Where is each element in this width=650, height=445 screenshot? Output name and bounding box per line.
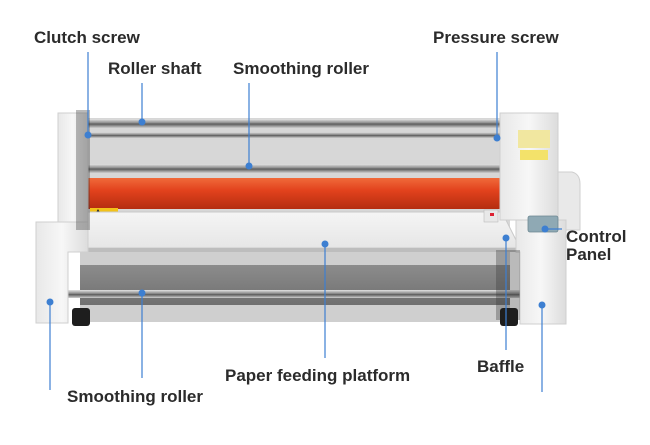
leader-dots bbox=[46, 118, 549, 309]
label-baffle: Baffle bbox=[477, 357, 525, 376]
smoothing-roller-top bbox=[80, 164, 510, 173]
heating-roller bbox=[86, 178, 502, 209]
right-foot bbox=[500, 308, 518, 326]
label-paper-feeding-platform: Paper feeding platform bbox=[225, 366, 411, 385]
label-control-panel: Control Panel bbox=[566, 227, 627, 264]
right-housing bbox=[496, 112, 581, 325]
leader-lines bbox=[49, 52, 562, 392]
label-roller-shaft: Roller shaft bbox=[108, 59, 202, 78]
left-foot bbox=[72, 308, 90, 326]
left-housing bbox=[35, 110, 90, 324]
label-pressure-screw: Pressure screw bbox=[433, 28, 559, 47]
roller-shaft bbox=[80, 119, 510, 128]
paper-feeding-platform bbox=[67, 209, 521, 252]
label-clutch-screw: Clutch screw bbox=[34, 28, 140, 47]
label-smoothing-roller-top: Smoothing roller bbox=[233, 59, 369, 78]
label-smoothing-roller-bottom: Smoothing roller bbox=[67, 387, 203, 406]
smoothing-roller-bottom bbox=[68, 290, 520, 298]
roller-shaft-2 bbox=[80, 132, 510, 138]
